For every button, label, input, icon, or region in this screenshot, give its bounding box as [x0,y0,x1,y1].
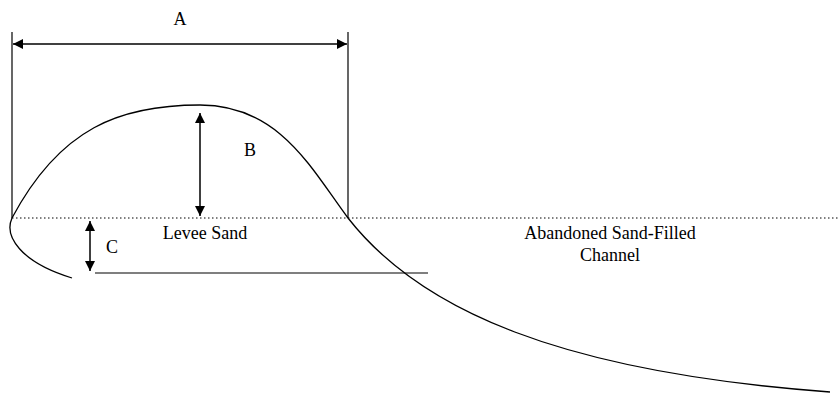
levee-channel-profile [12,105,830,392]
unit-label: Abandoned Sand-Filled Channel [503,222,717,266]
dimension-label: A [172,8,189,30]
datum-line [12,218,838,219]
levee-base-line [95,272,428,273]
dimension-label: B [242,139,258,161]
levee-base-curve [10,218,72,278]
dimension-arrow [13,43,347,45]
dimension-arrow [199,113,201,216]
dimension-arrow [89,221,91,271]
extension-line [11,32,12,218]
dimension-label: C [104,236,120,258]
extension-line [347,32,348,218]
unit-label: Levee Sand [161,222,249,244]
